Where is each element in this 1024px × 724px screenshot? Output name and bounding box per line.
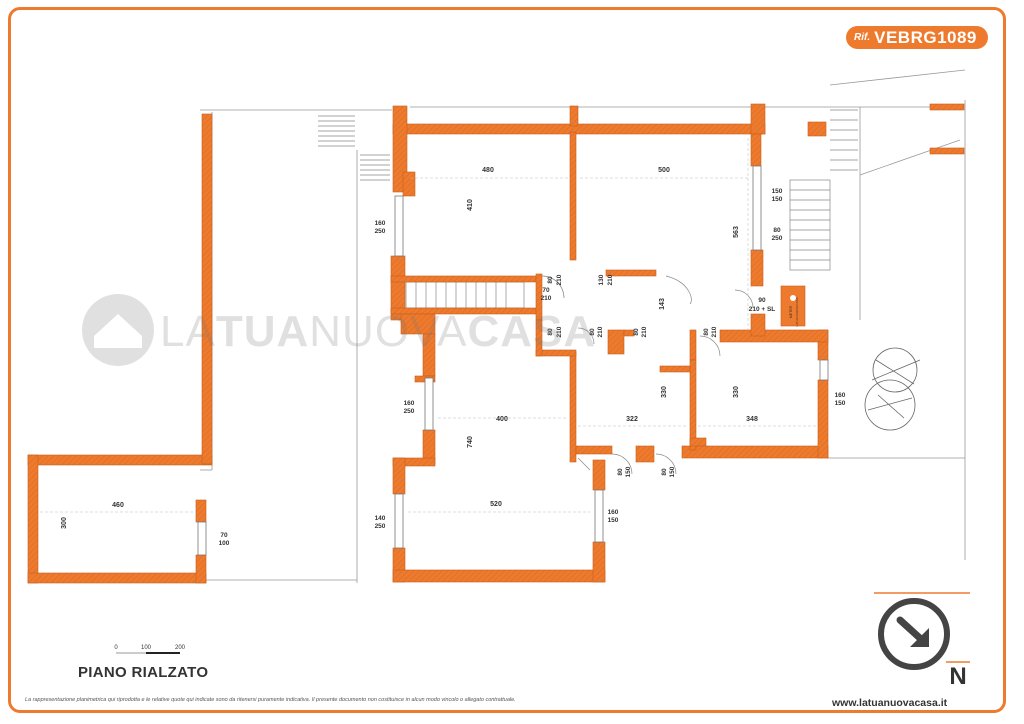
dim-room2-width: 500 [658, 167, 670, 174]
meter-box: METER LATUA NUOVA CASA [780, 285, 806, 327]
d3-b: 210 [607, 274, 614, 285]
w5-b: 150 [835, 400, 846, 407]
d6-a: 80 [589, 328, 596, 336]
d7-a: 80 [703, 328, 710, 336]
d6-b: 210 [597, 326, 604, 337]
scale-label-200: 200 [175, 645, 186, 651]
d1-a: 70 [542, 287, 550, 294]
scale-label-0: 0 [114, 645, 118, 651]
svg-text:LATUANUOVACASA: LATUANUOVACASA [160, 307, 596, 356]
dim-room3-bottom: 520 [490, 501, 502, 508]
dim-room5-height: 330 [733, 386, 740, 398]
meter-label-1: METER [789, 305, 793, 318]
floor-title: PIANO RIALZATO [78, 664, 209, 681]
d2-b: 210 [556, 274, 563, 285]
dim-hall: 143 [659, 298, 666, 310]
dim-room1-width: 480 [482, 167, 494, 174]
scale-bar: 0 100 200 [108, 641, 198, 657]
reference-code: VEBRG1089 [874, 27, 977, 47]
w3-a: 80 [773, 227, 781, 234]
w2-a: 150 [772, 188, 783, 195]
dim-room3-width: 400 [496, 416, 508, 423]
dim-garage-width: 460 [112, 502, 124, 509]
watermark-casa: CASA [467, 307, 596, 356]
meter-label-2: LATUA NUOVA CASA [795, 297, 799, 326]
dim-garage-height: 300 [61, 517, 68, 529]
walls [27, 103, 965, 584]
d2-a: 80 [547, 276, 554, 284]
dim-room1-height: 410 [467, 199, 474, 211]
north-compass: N [874, 592, 974, 690]
stairs-right [789, 109, 858, 271]
w6-b: 250 [375, 523, 386, 530]
d8-a: 80 [617, 468, 624, 476]
d8-b: 150 [625, 466, 632, 477]
compass-ring-icon [878, 598, 950, 670]
website-link[interactable]: www.latuanuovacasa.it [832, 697, 948, 709]
d10-a: 70 [220, 532, 228, 539]
page-frame [8, 7, 1006, 713]
watermark-tua: TUA [216, 307, 309, 356]
w1-a: 160 [375, 220, 386, 227]
d6c-a: 80 [633, 328, 640, 336]
watermark-la: LA [160, 307, 216, 356]
d4-a: 90 [758, 297, 766, 304]
d10-b: 100 [219, 540, 230, 547]
d9-b: 150 [669, 466, 676, 477]
reference-badge: Rif. VEBRG1089 [846, 26, 988, 49]
d5-b: 210 [556, 326, 563, 337]
d4-b: 210 + SL [749, 306, 776, 313]
dim-room4-height: 330 [661, 386, 668, 398]
w7-b: 150 [608, 517, 619, 524]
w1-b: 250 [375, 228, 386, 235]
w6-a: 140 [375, 515, 386, 522]
room-dimensions: 480 410 500 563 143 400 740 520 322 330 … [61, 167, 758, 529]
opening-dimensions: 160 250 150 150 80 250 70 210 80 210 130… [219, 188, 846, 547]
w3-b: 250 [772, 235, 783, 242]
compass-north-label: N [949, 663, 966, 688]
d7-b: 210 [711, 326, 718, 337]
w4-b: 250 [404, 408, 415, 415]
d6c-b: 210 [641, 326, 648, 337]
d3-a: 130 [598, 274, 605, 285]
d9-a: 80 [661, 468, 668, 476]
w5-a: 160 [835, 392, 846, 399]
stairs-left [318, 115, 390, 181]
dim-room2-height: 563 [733, 226, 740, 238]
arrow-icon [896, 616, 929, 647]
scale-label-100: 100 [141, 645, 152, 651]
tree-icon [864, 347, 921, 431]
d5-a: 80 [547, 328, 554, 336]
w4-a: 160 [404, 400, 415, 407]
reference-prefix: Rif. [854, 32, 871, 43]
d1-b: 210 [541, 295, 552, 302]
watermark: LATUANUOVACASA [82, 294, 596, 366]
dim-room4-width: 322 [626, 416, 638, 423]
dim-room5-width: 348 [746, 416, 758, 423]
dim-room3-height: 740 [467, 436, 474, 448]
windows [197, 165, 829, 556]
door-swings [541, 275, 754, 475]
w7-a: 160 [608, 509, 619, 516]
context-lines [200, 69, 966, 583]
w2-b: 150 [772, 196, 783, 203]
dimension-lines [40, 138, 816, 513]
stairs-internal [405, 281, 525, 309]
disclaimer: La rappresentazione planimetrica qui rip… [25, 697, 516, 703]
watermark-nuova: NUOVA [309, 307, 467, 356]
